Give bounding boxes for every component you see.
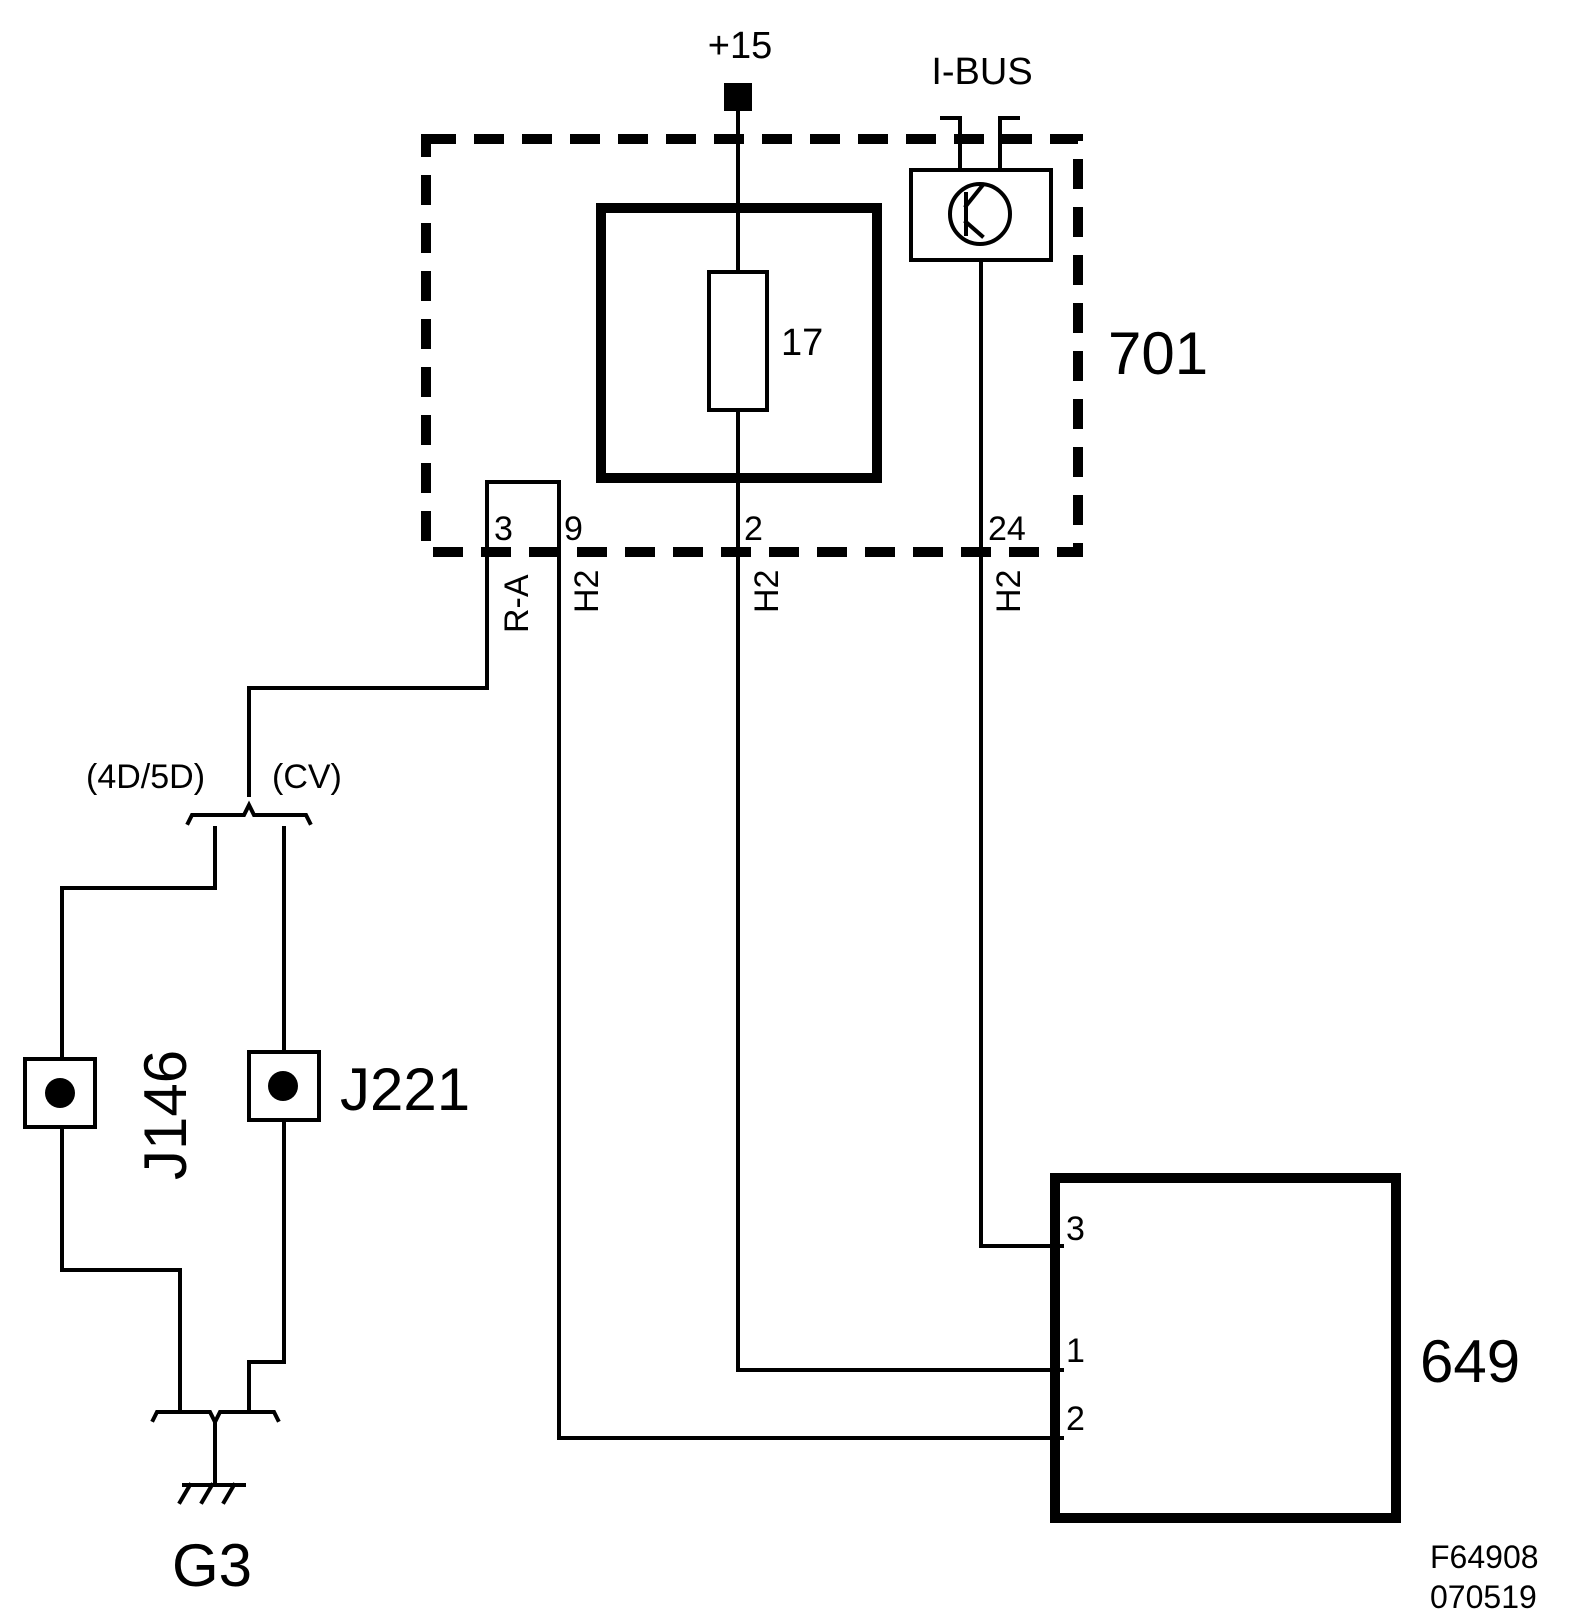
j146-pin-dot bbox=[45, 1078, 75, 1108]
wire-internal-loop bbox=[485, 480, 1064, 1440]
connector-j146: J146 bbox=[23, 1050, 199, 1180]
pin-2-label: 2 bbox=[744, 510, 763, 548]
wire-bus-to-649-pin3 bbox=[979, 258, 1064, 1248]
bus-transceiver bbox=[909, 168, 1053, 262]
fuse-17: 17 bbox=[707, 270, 823, 412]
figure-code-line2: 070519 bbox=[1430, 1579, 1537, 1615]
i-bus-connection: I-BUS bbox=[931, 51, 1033, 172]
649-pin-2-label: 2 bbox=[1066, 1400, 1085, 1438]
module-701-housing: 701 bbox=[421, 134, 1208, 557]
figure-code-line1: F64908 bbox=[1430, 1539, 1539, 1575]
wire-color-r-a: R-A bbox=[498, 574, 536, 633]
wire-color-h2-pin2: H2 bbox=[748, 570, 786, 613]
supply-terminal: +15 bbox=[708, 25, 772, 111]
transistor-icon bbox=[948, 182, 1012, 246]
wire-r-a-to-splice bbox=[247, 550, 489, 797]
pin-24-label: 24 bbox=[988, 510, 1026, 548]
figure-code: F64908 070519 bbox=[1430, 1539, 1539, 1615]
j221-pin-dot bbox=[268, 1071, 298, 1101]
wire-supply-to-649-pin1 bbox=[736, 109, 1064, 1372]
module-701-label: 701 bbox=[1108, 320, 1208, 387]
component-649-label: 649 bbox=[1420, 1328, 1520, 1395]
connector-j221: J221 bbox=[247, 1050, 470, 1123]
ground-g3-label: G3 bbox=[172, 1532, 252, 1599]
wire-color-h2-pin24: H2 bbox=[990, 570, 1028, 613]
variant-brace-top: (4D/5D) (CV) bbox=[86, 758, 342, 826]
component-649: 649 3 1 2 bbox=[1050, 1173, 1520, 1523]
j146-label: J146 bbox=[132, 1050, 199, 1180]
649-pin-3-label: 3 bbox=[1066, 1210, 1085, 1248]
fuse-17-label: 17 bbox=[781, 322, 823, 364]
pin-9-label: 9 bbox=[564, 510, 583, 548]
649-pin-1-label: 1 bbox=[1066, 1332, 1085, 1370]
wire-color-h2-pin9: H2 bbox=[568, 570, 606, 613]
variant-4d5d-label: (4D/5D) bbox=[86, 758, 205, 796]
supply-label: +15 bbox=[708, 25, 772, 67]
j221-label: J221 bbox=[340, 1056, 470, 1123]
ground-g3: G3 bbox=[150, 1410, 281, 1599]
pin-3-label: 3 bbox=[494, 510, 513, 548]
variant-cv-label: (CV) bbox=[272, 758, 342, 796]
i-bus-label: I-BUS bbox=[931, 51, 1032, 93]
